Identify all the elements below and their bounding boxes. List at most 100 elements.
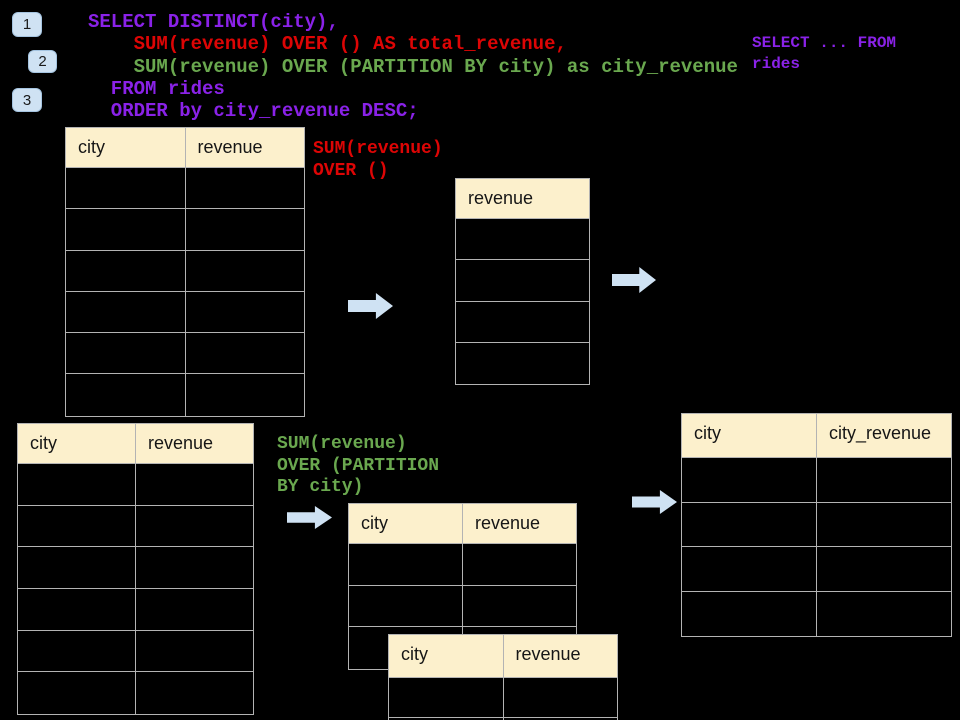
annotation-total-revenue: SUM(revenue)OVER () (313, 138, 443, 182)
table-row (66, 291, 305, 334)
column-header: revenue (148, 433, 214, 453)
table-cell (66, 333, 186, 374)
table-row (66, 168, 304, 210)
table-cell (817, 547, 951, 591)
column-header: revenue (515, 644, 581, 664)
arrow-right-icon (612, 267, 656, 293)
table-row (389, 718, 617, 720)
table-cell (817, 592, 951, 637)
table-cell (349, 585, 463, 627)
table-cell (456, 260, 589, 300)
column-header: revenue (468, 188, 534, 208)
table-cell (389, 718, 504, 720)
step-badge-1: 1 (12, 12, 42, 37)
code-line: SUM(revenue) (313, 139, 443, 159)
table-cell (186, 333, 305, 373)
table-cell (136, 589, 253, 630)
table-partition-group-a: city revenue (348, 503, 577, 671)
code-line: ORDER by city_revenue DESC; (88, 100, 419, 123)
code-line: SELECT ... FROM (752, 34, 897, 52)
code-line: FROM rides (88, 77, 225, 100)
column-header: city (682, 414, 817, 457)
step-badge-3: 3 (12, 88, 42, 112)
table-cell (66, 374, 186, 416)
table-cell (18, 672, 136, 715)
sql-corner-note: SELECT ... FROM rides (752, 33, 896, 75)
table-cell (18, 464, 136, 505)
table-cell (66, 168, 186, 209)
table-cell (456, 219, 589, 259)
table-cell (186, 209, 305, 249)
column-header: city (66, 128, 186, 167)
code-line: OVER () (313, 161, 389, 181)
code-line: BY city) (277, 477, 364, 497)
table-cell (136, 672, 253, 714)
table-cell (66, 209, 186, 250)
table-cell (349, 544, 463, 585)
sql-code-block: SELECT DISTINCT(city), SUM(revenue) OVER… (88, 11, 738, 122)
table-header-row: city revenue (349, 504, 576, 544)
table-cell (456, 302, 589, 342)
table-cell (682, 547, 817, 591)
table-cell (817, 503, 951, 547)
table-cell (463, 586, 576, 627)
arrow-right-icon (632, 490, 677, 514)
table-cell (18, 630, 136, 672)
table-cell (817, 458, 951, 502)
table-row (18, 630, 253, 673)
table-total-revenue-result: revenue (455, 178, 590, 386)
table-row (18, 547, 253, 590)
table-cell (18, 589, 136, 630)
table-row (389, 678, 617, 718)
table-cell (136, 464, 253, 505)
table-row (682, 547, 951, 592)
table-row (456, 302, 589, 343)
column-header: revenue (475, 513, 541, 533)
table-row (456, 260, 589, 302)
table-row (66, 209, 305, 251)
table-header-row: city revenue (18, 424, 253, 464)
table-cell (186, 292, 305, 332)
table-cell (504, 678, 618, 717)
table-row (682, 502, 951, 547)
arrow-right-icon (287, 506, 332, 529)
table-row (66, 374, 304, 416)
step-badge-2: 2 (28, 50, 57, 73)
table-rides-source-bottom: city revenue (17, 423, 254, 716)
code-line: SUM(revenue) OVER (PARTITION BY city) as… (88, 55, 738, 78)
table-row (682, 591, 951, 637)
table-cell (463, 544, 576, 585)
table-row (66, 333, 305, 375)
table-cell (456, 343, 589, 384)
code-line: OVER (PARTITION (277, 455, 440, 476)
table-row (18, 464, 253, 506)
table-header-row: revenue (456, 179, 589, 219)
column-header: city (349, 504, 463, 543)
table-row (349, 585, 576, 628)
code-line: SELECT DISTINCT(city), (88, 11, 339, 33)
table-row (349, 544, 576, 586)
table-row (18, 505, 253, 548)
arrow-right-icon (348, 293, 393, 319)
table-cell (18, 547, 136, 589)
code-line: rides (752, 55, 801, 73)
table-cell (136, 506, 253, 547)
table-cell (66, 250, 186, 291)
table-row (456, 343, 589, 384)
table-cell (18, 505, 136, 547)
column-header: city (18, 424, 136, 463)
table-row (66, 250, 305, 292)
code-line: SUM(revenue) OVER () AS total_revenue, (88, 33, 567, 56)
table-cell (682, 591, 817, 636)
table-cell (389, 678, 504, 717)
table-cell (186, 251, 305, 291)
table-cell (66, 291, 186, 333)
